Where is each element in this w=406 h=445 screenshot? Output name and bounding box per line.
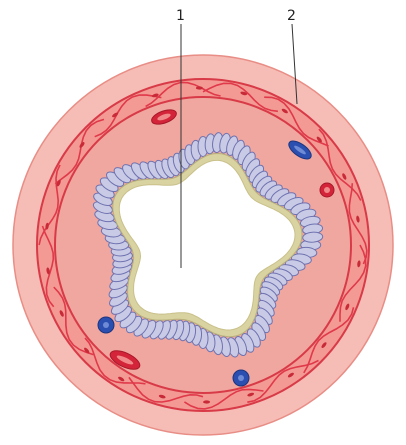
callout-label-2: 2 [287, 8, 296, 24]
callout-label-1: 1 [176, 8, 185, 24]
red-vessel-right-core [324, 187, 330, 193]
blue-vessel-bottom-core [238, 375, 244, 381]
blue-vessel-bottom-left-core [103, 322, 109, 328]
